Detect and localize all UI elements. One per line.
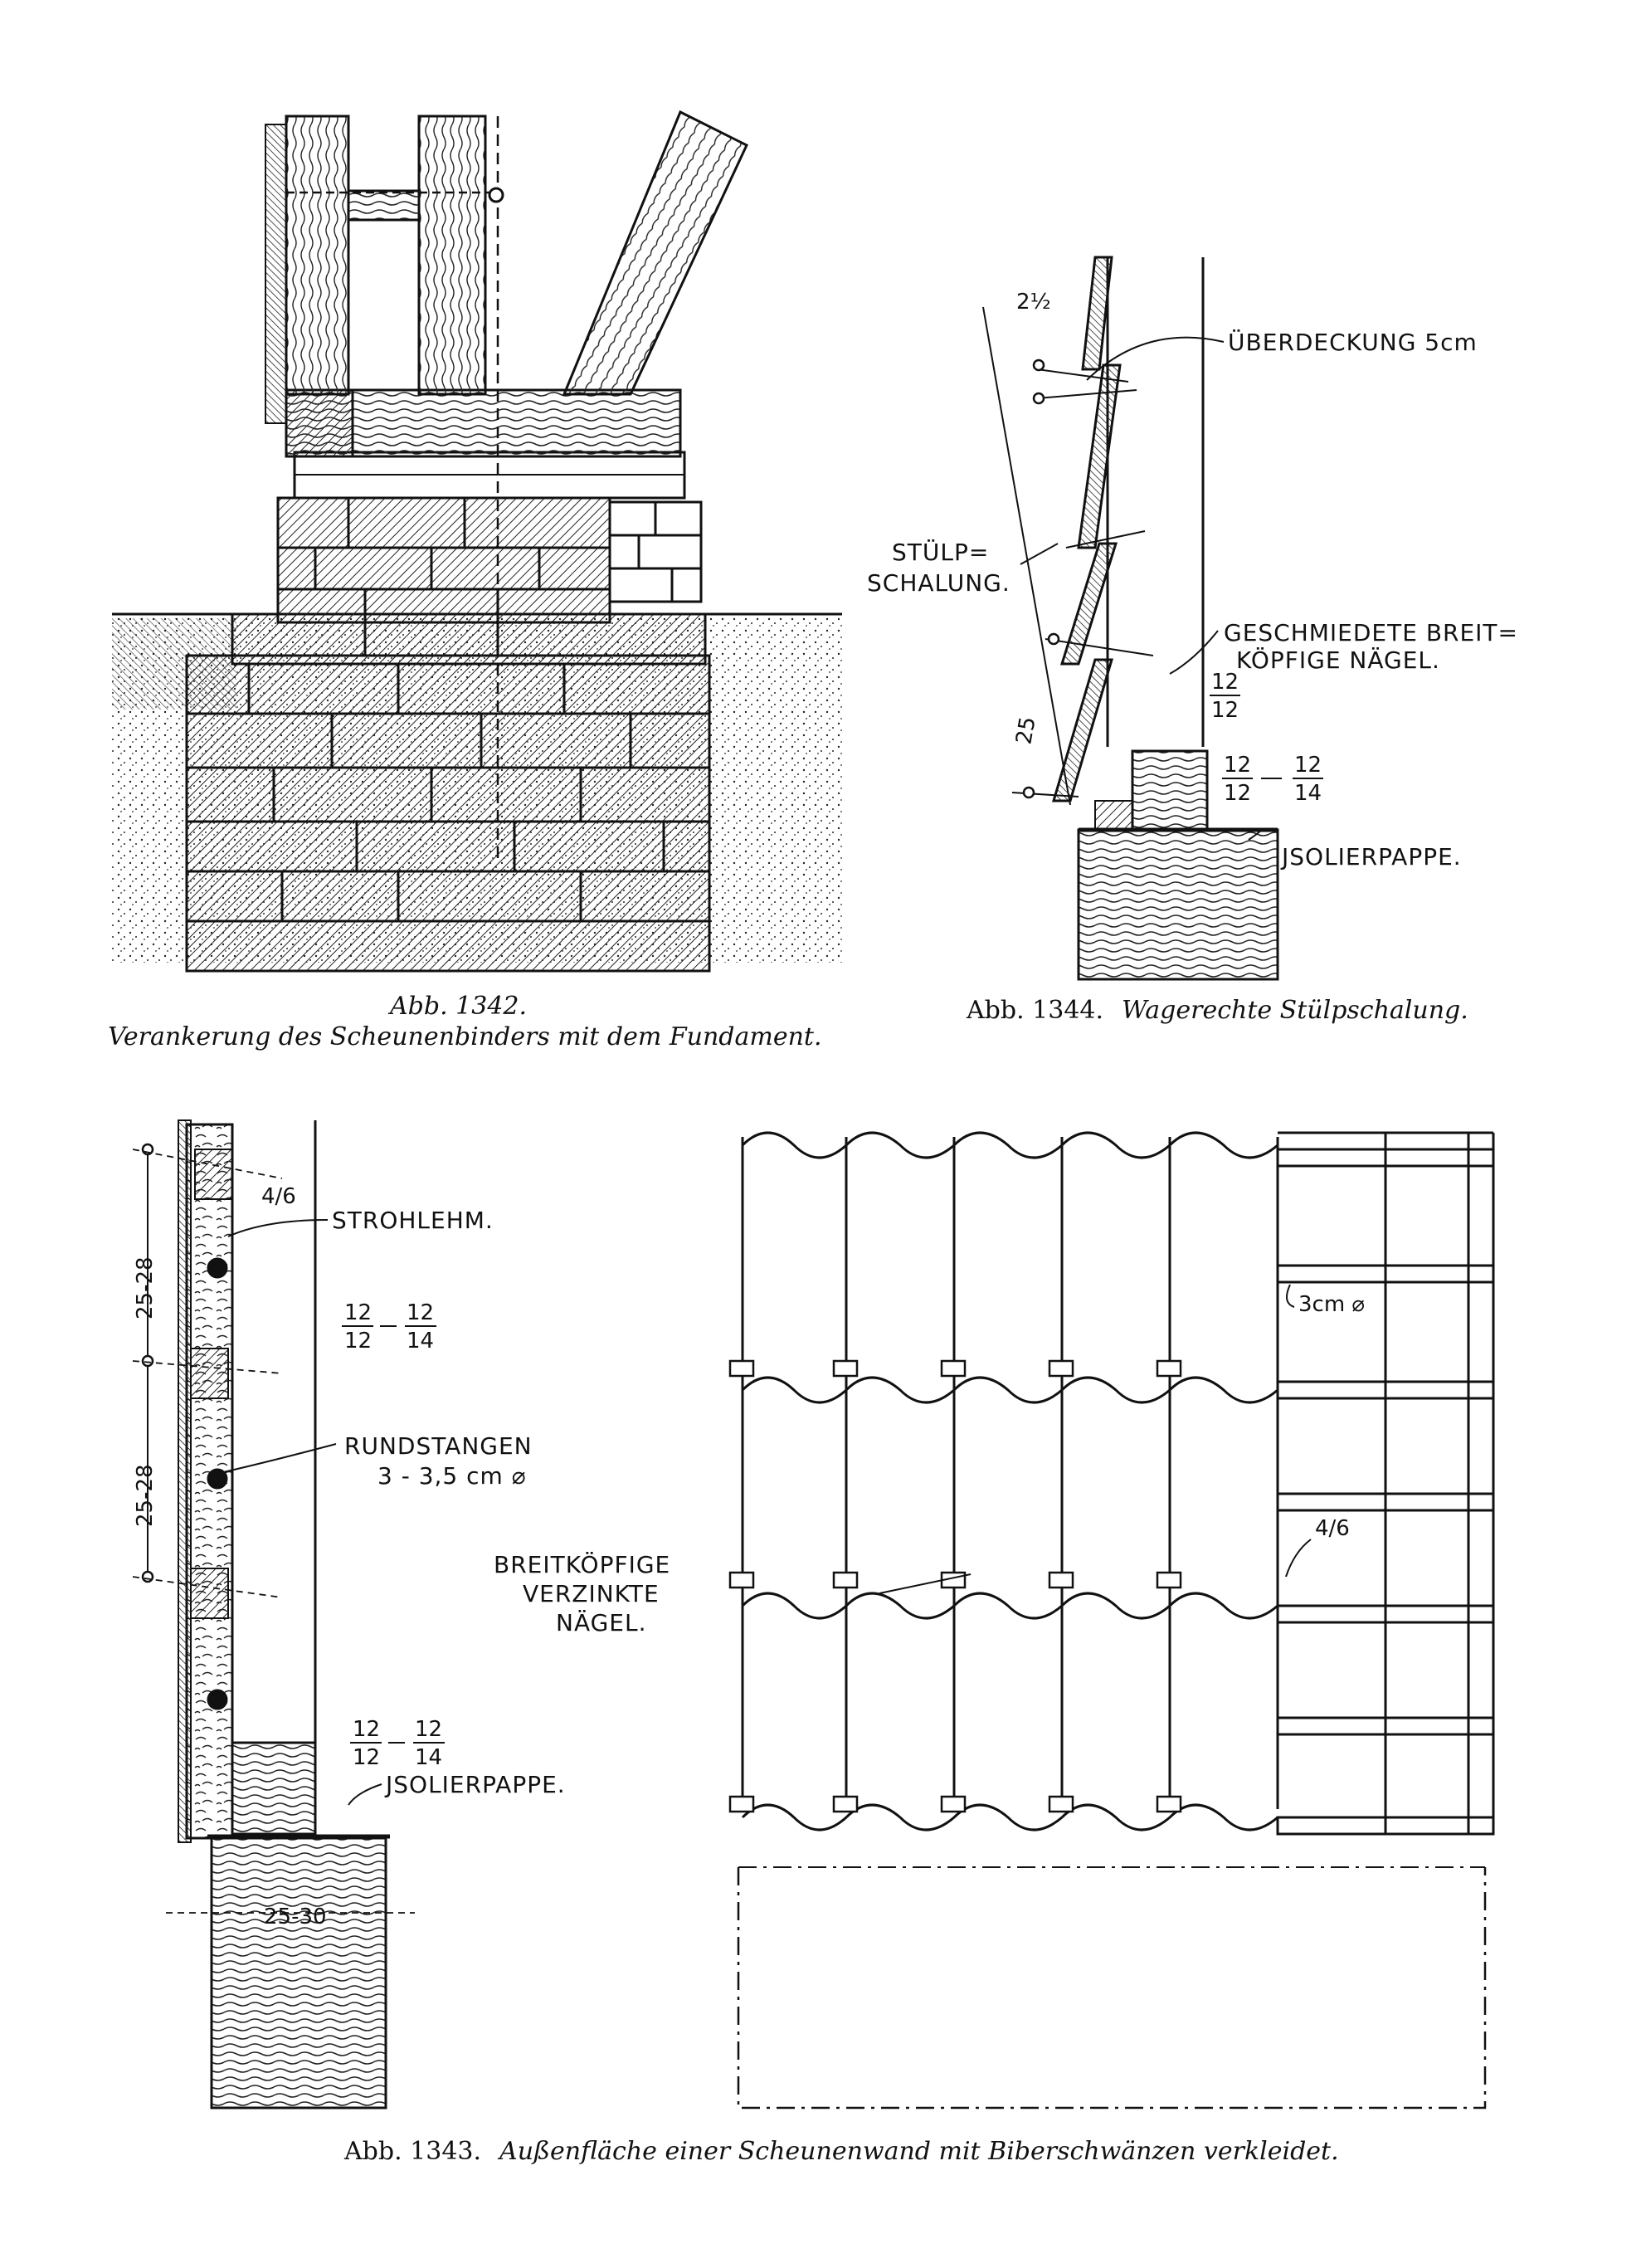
dim-sill-b-den: 14: [1294, 781, 1322, 806]
fig1343-elevation: [728, 1131, 1495, 2109]
caption-1344: Abb. 1344. Wagerechte Stülpschalung.: [967, 996, 1468, 1025]
label-nails-2: KÖPFIGE NÄGEL.: [1236, 646, 1440, 674]
sill-beam: [231, 1741, 317, 1836]
wall-outline: [737, 1867, 1487, 2109]
fig1342-drawing: [112, 110, 842, 973]
label-nails-2: VERZINKTE: [523, 1580, 660, 1607]
post-right: [417, 115, 487, 396]
foundation-masonry: [185, 496, 711, 973]
dim-spacing: 25: [1011, 715, 1040, 746]
label-overlap: ÜBERDECKUNG 5cm: [1228, 328, 1478, 356]
caption-1344-number: Abb. 1344.: [967, 996, 1104, 1025]
brick-block: [608, 500, 703, 603]
label-poles-1: RUNDSTANGEN: [344, 1432, 533, 1460]
label-nails-3: NÄGEL.: [556, 1609, 647, 1636]
label-strawclay: STROHLEHM.: [332, 1207, 494, 1234]
diagonal-brace: [562, 110, 748, 396]
label-felt: JSOLIERPAPPE.: [384, 1771, 566, 1798]
caption-1342-text: Verankerung des Scheunenbinders mit dem …: [108, 1022, 822, 1051]
dim-sill-b-num: 12: [415, 1717, 442, 1742]
dim-span-2: 25-28: [133, 1464, 158, 1527]
dim-post-a-den: 12: [344, 1329, 372, 1353]
caption-1344-text: Wagerechte Stülpschalung.: [1122, 996, 1468, 1025]
dim-post-num: 12: [1211, 670, 1239, 695]
label-nails-1: BREITKÖPFIGE: [494, 1550, 670, 1578]
shiplap-boards: [1051, 256, 1122, 802]
dim-post-a-num: 12: [344, 1300, 372, 1325]
dim-span-1: 25-28: [133, 1256, 158, 1319]
masonry-wall: [210, 1836, 387, 2109]
masonry-wall: [1077, 828, 1279, 981]
dim-sill-a-num: 12: [353, 1717, 380, 1742]
dim-lath-top: 4/6: [261, 1184, 296, 1209]
label-shiplap-2: SCHALUNG.: [867, 569, 1010, 597]
sill-beam: [1131, 749, 1209, 832]
batten-grid: [1276, 1131, 1495, 1836]
dim-post-b-den: 14: [407, 1329, 434, 1353]
fig1343-section: [132, 1119, 415, 2109]
label-lath: 4/6: [1315, 1516, 1350, 1541]
tile-columns: [741, 1137, 1279, 1809]
dim-sill-b-num: 12: [1294, 753, 1322, 778]
caption-1343-text: Außenfläche einer Scheunenwand mit Biber…: [499, 2137, 1339, 2166]
caption-1343-number: Abb. 1343.: [344, 2137, 482, 2166]
label-nails-1: GESCHMIEDETE BREIT=: [1224, 619, 1518, 646]
post-left: [285, 115, 350, 396]
dim-top: 2½: [1016, 290, 1051, 315]
tile-courses: [741, 1131, 1278, 1831]
dim-sill-a-den: 12: [1224, 781, 1251, 806]
tile-nails: [728, 1359, 1182, 1813]
label-shiplap-1: STÜLP=: [892, 538, 989, 566]
label-batten-dia: 3cm ⌀: [1298, 1292, 1365, 1317]
label-felt: JSOLIERPAPPE.: [1280, 843, 1462, 871]
dim-post-den: 12: [1211, 698, 1239, 723]
dim-sill-a-num: 12: [1224, 753, 1251, 778]
dim-sill-b-den: 14: [415, 1745, 442, 1770]
label-poles-2: 3 - 3,5 cm ⌀: [377, 1462, 527, 1490]
dim-post-b-num: 12: [407, 1300, 434, 1325]
lath-strip: [178, 1119, 192, 1843]
caption-1342-number: Abb. 1342.: [390, 992, 528, 1021]
caption-1343: Abb. 1343. Außenfläche einer Scheunenwand…: [344, 2137, 1339, 2166]
fig1344-drawing: [982, 256, 1279, 981]
dim-wall: 25-30: [264, 1905, 327, 1929]
dim-sill-a-den: 12: [353, 1745, 380, 1770]
